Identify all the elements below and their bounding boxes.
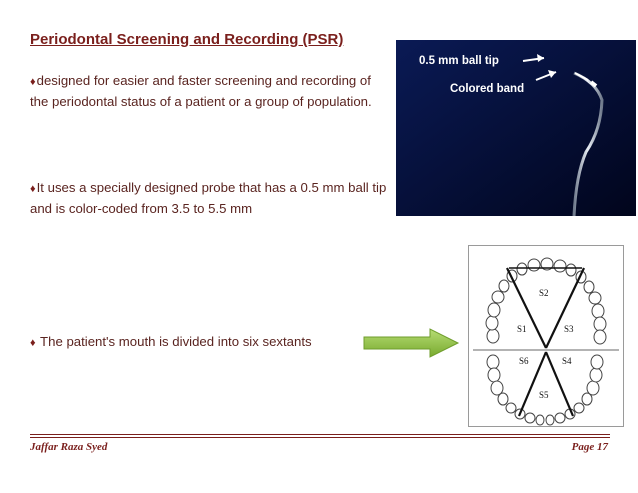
footer-rule-top [30, 434, 610, 435]
diamond-bullet-icon: ♦ [30, 183, 36, 195]
sextant-diagram: S1 S2 S3 S4 S5 S6 [473, 257, 619, 426]
psr-probe-image: 0.5 mm ball tip Colored band [396, 40, 636, 216]
bullet-text-3: The patient's mouth is divided into six … [36, 334, 312, 349]
probe-tip-label: 0.5 mm ball tip [419, 55, 499, 67]
sextant-label-s5: S5 [539, 390, 549, 400]
sextant-label-s6: S6 [519, 356, 529, 366]
sextant-label-s1: S1 [517, 324, 527, 334]
diamond-bullet-icon: ♦ [30, 337, 36, 349]
bullet-text-1: designed for easier and faster screening… [30, 73, 372, 109]
lower-arch-teeth [486, 354, 604, 426]
footer-rule-bottom [30, 437, 610, 438]
tip-pointer-arrowhead [537, 54, 544, 62]
probe-band-label: Colored band [450, 83, 525, 95]
bullet-paragraph-1: ♦designed for easier and faster screenin… [30, 71, 390, 111]
slide-title: Periodontal Screening and Recording (PSR… [30, 31, 344, 48]
bullet-paragraph-2: ♦It uses a specially designed probe that… [30, 178, 390, 218]
sextant-label-s2: S2 [539, 288, 549, 298]
diamond-bullet-icon: ♦ [30, 76, 36, 88]
sextant-division-lines [506, 267, 585, 417]
footer-page-number: Page 17 [571, 441, 608, 453]
probe-tip [574, 72, 589, 81]
upper-arch-teeth [485, 257, 607, 345]
sextant-tooth-chart: S1 S2 S3 S4 S5 S6 [468, 245, 624, 427]
band-pointer-arrowhead [548, 70, 556, 78]
bullet-text-2: It uses a specially designed probe that … [30, 180, 387, 216]
sextant-label-s4: S4 [562, 356, 572, 366]
sextant-label-s3: S3 [564, 324, 574, 334]
colored-band [589, 80, 598, 88]
bullet-paragraph-3: ♦ The patient's mouth is divided into si… [30, 332, 390, 353]
probe-drawing [396, 40, 636, 216]
footer-author: Jaffar Raza Syed [30, 441, 108, 453]
green-right-arrow-icon [362, 328, 462, 358]
